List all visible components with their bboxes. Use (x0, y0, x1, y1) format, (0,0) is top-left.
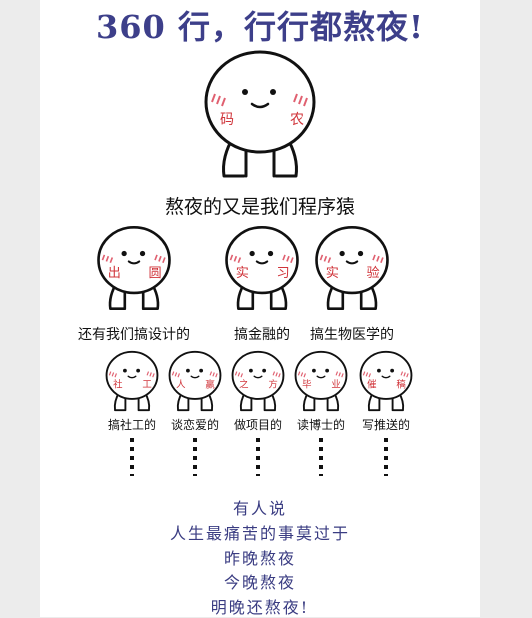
row3-3-figure: 毕业 (294, 350, 348, 412)
poem-line: 昨晚熬夜 (223, 549, 296, 568)
poem-line: 有人说 (232, 499, 287, 518)
row3-1-figure: 人赢 (168, 350, 222, 412)
poem-line: 今晚熬夜 (223, 573, 296, 592)
cheek-label-right: 赢 (205, 379, 215, 391)
cheek-label-left: 码 (220, 112, 234, 128)
cheek-label-right: 验 (366, 265, 379, 281)
cheek-label-left: 之 (239, 379, 249, 391)
cheek-label-left: 出 (108, 265, 121, 281)
figure-caption: 读博士的 (296, 418, 345, 432)
cheek-label-right: 习 (276, 266, 289, 281)
row2-2-figure: 实验 (315, 225, 389, 311)
figure-caption: 搞社工的 (107, 418, 156, 432)
cheek-label-left: 人 (176, 380, 186, 391)
continuation-dots (384, 438, 388, 476)
continuation-dots (319, 438, 323, 476)
coder-figure: 码 农 (204, 50, 316, 178)
main-caption: 熬夜的又是我们程序猿 (164, 196, 355, 218)
cheek-label-right: 业 (331, 380, 340, 391)
cheek-label-right: 农 (290, 112, 304, 128)
figure-caption: 做项目的 (233, 418, 282, 432)
figure-caption: 谈恋爱的 (170, 418, 219, 432)
row3-2-figure: 之方 (231, 350, 285, 412)
cheek-label-left: 毕 (302, 379, 311, 391)
page-title: 360 行，行行都熬夜! (96, 8, 424, 46)
figure-caption: 写推送的 (361, 418, 410, 432)
figure-caption: 还有我们搞设计的 (78, 327, 190, 343)
continuation-dots (130, 438, 134, 476)
page-canvas: 360 行，行行都熬夜! 码 农 熬夜的又是我们程序猿 出圆还有我们搞设计的实习… (40, 0, 480, 617)
poem-line: 明晚还熬夜! (210, 598, 310, 617)
figure-caption: 搞生物医学的 (310, 327, 394, 343)
cheek-label-left: 社 (113, 379, 123, 391)
row3-4-figure: 催稿 (359, 350, 413, 412)
row3-0-figure: 社工 (105, 350, 159, 412)
cheek-label-right: 圆 (148, 266, 161, 281)
continuation-dots (256, 438, 260, 476)
continuation-dots (193, 438, 197, 476)
figure-caption: 搞金融的 (234, 327, 290, 343)
cheek-label-left: 实 (326, 265, 339, 281)
poem-line: 人生最痛苦的事莫过于 (169, 524, 350, 543)
cheek-label-left: 实 (236, 265, 249, 281)
row2-1-figure: 实习 (225, 225, 299, 311)
row2-0-figure: 出圆 (97, 225, 171, 311)
cheek-label-right: 工 (142, 380, 151, 391)
cheek-label-left: 催 (367, 379, 376, 391)
cheek-label-right: 方 (268, 379, 277, 391)
cheek-label-right: 稿 (396, 379, 405, 391)
